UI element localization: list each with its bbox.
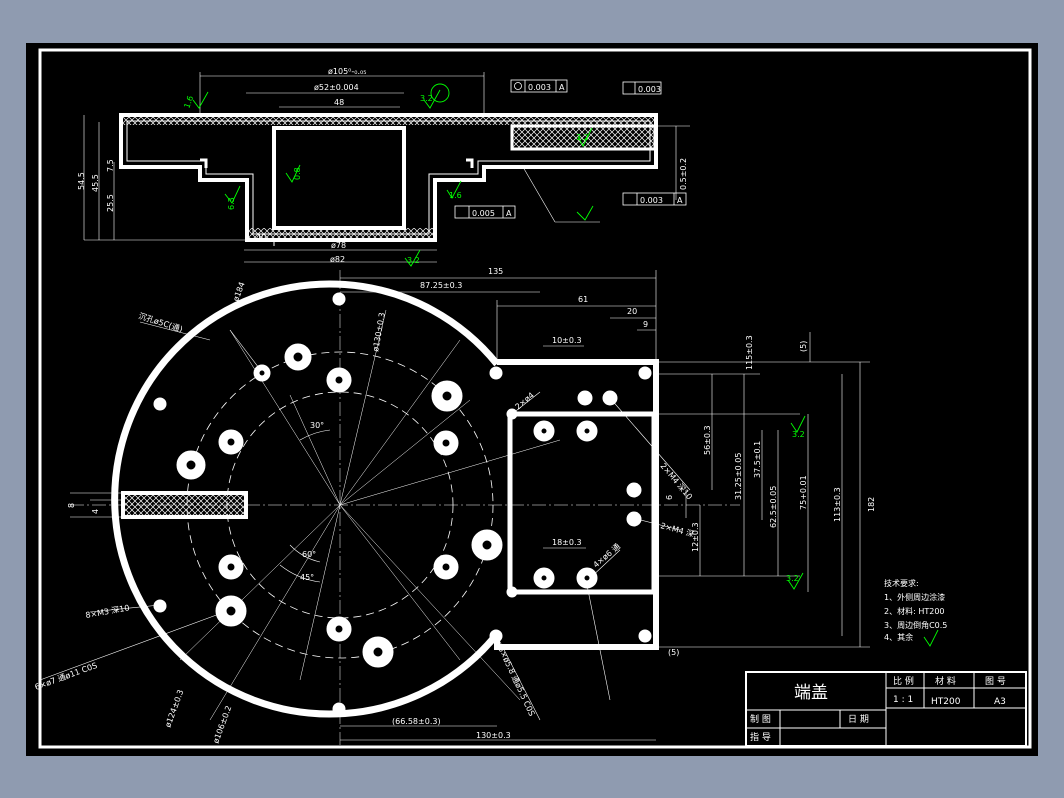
bolt-hole xyxy=(176,450,206,480)
tech-item-2: 2、材料: HT200 xyxy=(884,606,945,616)
ra-3-2-top: 3.2 xyxy=(420,94,433,103)
tapped-hole xyxy=(218,429,244,455)
dim-4: 4 xyxy=(91,509,100,514)
rect-hole xyxy=(533,420,555,442)
tolerance-texts: 0.003 A 0.003 0.005 A 0.003 A xyxy=(472,83,683,218)
dim-48: 48 xyxy=(334,98,344,107)
dim-61: 61 xyxy=(578,295,588,304)
dim-d82: ø82 xyxy=(330,255,345,264)
dim-130: 130±0.3 xyxy=(476,731,511,740)
dim-d105: ø105⁰-₀.₀₅ xyxy=(328,67,366,76)
drafter-label: 制 图 xyxy=(750,713,771,725)
tapped-hole xyxy=(326,616,352,642)
dim-54-5: 54.5 xyxy=(77,172,86,190)
angle-60: 60° xyxy=(302,550,316,559)
ra-0-8: 0.8 xyxy=(293,167,302,180)
tol-runout-value: 0.003 xyxy=(528,83,551,92)
dim-87-25: 87.25±0.3 xyxy=(420,281,462,290)
dim-113: 113±0.3 xyxy=(833,487,842,522)
drawing-sheet xyxy=(26,43,1038,756)
plan-holes xyxy=(153,292,652,716)
title-block-texts: 端盖 比 例 1 : 1 材 料 HT200 图 号 A3 制 图 日 期 指 … xyxy=(750,675,1006,743)
dim-8: 8 xyxy=(67,503,76,508)
scale-label: 比 例 xyxy=(893,675,914,687)
bolt-hole xyxy=(362,636,394,668)
dim-31-25: 31.25±0.05 xyxy=(734,453,743,500)
dim-62-5: 62.5±0.05 xyxy=(769,486,778,528)
dim-25-5: 25.5 xyxy=(106,194,115,212)
tol-perp-value: 0.005 xyxy=(472,209,495,218)
tapped-hole xyxy=(433,554,459,580)
dim-135: 135 xyxy=(488,267,503,276)
tech-item-4: 4、其余 xyxy=(884,632,913,642)
small-hole xyxy=(253,364,271,382)
dim-12: 12±0.3 xyxy=(691,522,700,552)
section-dim-labels: ø105⁰-₀.₀₅ ø52±0.004 48 ø78 ø82 40 54.5 … xyxy=(77,67,688,264)
dim-9: 9 xyxy=(643,320,648,329)
dim-6: 6 xyxy=(665,495,674,500)
tolerance-frames xyxy=(454,79,687,219)
dim-20: 20 xyxy=(627,307,637,316)
part-name: 端盖 xyxy=(794,683,828,703)
dim-7-5: 7.5 xyxy=(106,159,115,172)
tol-perp2-datum: A xyxy=(677,196,683,205)
ra-3-2-plan-lower: 3.2 xyxy=(786,574,799,583)
ra-3-2-plan: 3.2 xyxy=(792,430,805,439)
tol-perp2-value: 0.003 xyxy=(640,196,663,205)
dim-66-58: (66.58±0.3) xyxy=(392,717,441,726)
dim-0-5: 0.5±0.2 xyxy=(679,158,688,190)
tech-item-1: 1、外侧周边涂漆 xyxy=(884,592,945,602)
angle-30: 30° xyxy=(310,421,324,430)
dim-75: 75+0.01 xyxy=(799,475,808,510)
plan-view xyxy=(39,270,870,745)
date-label: 日 期 xyxy=(848,714,869,725)
angle-45: 45° xyxy=(300,573,314,582)
dim-56: 56±0.3 xyxy=(703,425,712,455)
rect-hole xyxy=(533,567,555,589)
material-value: HT200 xyxy=(931,697,961,707)
roughness-labels: 1.6 3.2 0.8 6.3 1.6 3.2 3.2 3.2 xyxy=(182,94,804,439)
roughness-symbols xyxy=(192,83,939,647)
tol-perp-datum: A xyxy=(506,209,512,218)
dim-d78: ø78 xyxy=(331,241,346,250)
tapped-hole xyxy=(433,430,459,456)
bolt-hole xyxy=(431,380,463,412)
drawing-no-label: 图 号 xyxy=(985,676,1006,687)
tapped-hole xyxy=(218,554,244,580)
material-label: 材 料 xyxy=(935,675,956,687)
tol-runout-datum: A xyxy=(559,83,565,92)
dim-5-right: (5) xyxy=(799,341,808,352)
dim-115: 115±0.3 xyxy=(745,335,754,370)
dim-d52: ø52±0.004 xyxy=(314,83,359,92)
scale-value: 1 : 1 xyxy=(893,695,913,705)
bolt-hole xyxy=(284,343,312,371)
dim-5-bottom: (5) xyxy=(668,648,679,657)
bolt-hole xyxy=(471,529,503,561)
dim-37-5: 37.5±0.1 xyxy=(753,441,762,478)
tapped-hole xyxy=(326,367,352,393)
dim-40: 40 xyxy=(256,233,266,242)
drawing-border xyxy=(38,48,1032,749)
drawing-no-value: A3 xyxy=(994,697,1006,707)
dim-182: 182 xyxy=(867,497,876,512)
ra-3-2-hatch: 3.2 xyxy=(576,133,589,142)
tol-parallel-value: 0.003 xyxy=(638,85,661,94)
ra-6-3: 6.3 xyxy=(227,197,236,210)
ra-1-6b: 1.6 xyxy=(449,191,462,200)
dim-45-5: 45.5 xyxy=(91,174,100,192)
bolt-hole xyxy=(215,595,247,627)
dim-18: 18±0.3 xyxy=(552,538,582,547)
rect-hole xyxy=(576,420,598,442)
title-block xyxy=(745,671,1027,747)
dim-10: 10±0.3 xyxy=(552,336,582,345)
rect-hole xyxy=(576,567,598,589)
ra-1-6: 1.6 xyxy=(182,95,195,110)
tech-heading: 技术要求: xyxy=(884,578,919,588)
section-view xyxy=(83,72,690,263)
tech-item-3: 3、周边倒角C0.5 xyxy=(884,620,947,630)
checker-label: 指 导 xyxy=(750,731,771,743)
ra-3-2-bottom: 3.2 xyxy=(407,256,420,265)
technical-requirements: 技术要求: 1、外侧周边涂漆 2、材料: HT200 3、周边倒角C0.5 4、… xyxy=(884,578,947,642)
